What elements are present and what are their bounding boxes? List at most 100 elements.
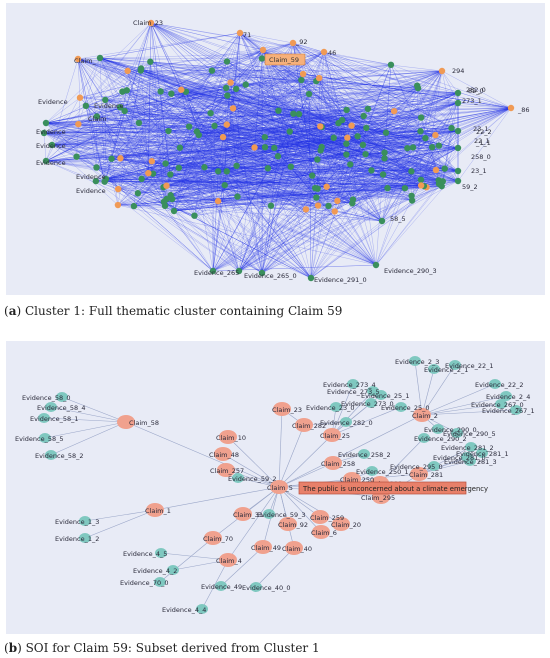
edge [163, 150, 321, 188]
edge [45, 160, 175, 212]
edge [227, 95, 383, 222]
evidence-node [191, 212, 198, 219]
edge [277, 51, 325, 157]
edge [96, 167, 214, 272]
node-label: Evidence [76, 173, 106, 181]
edge [178, 147, 266, 169]
edge [185, 91, 310, 95]
edge [226, 61, 364, 146]
edge [96, 116, 291, 167]
evidence-node [261, 133, 269, 141]
edge [96, 167, 312, 279]
edge [222, 136, 329, 207]
soi-edge [159, 537, 214, 583]
edge [166, 117, 422, 200]
evidence-node [401, 184, 409, 192]
edge [45, 87, 227, 124]
edge [138, 122, 190, 127]
node-label-e1_2: Evidence_1_2 [55, 535, 99, 543]
evidence-node [234, 193, 241, 200]
edge [346, 102, 459, 144]
edge [163, 124, 227, 202]
edge [126, 22, 152, 91]
edge [137, 137, 426, 194]
edge [196, 80, 317, 132]
edge [223, 136, 347, 144]
edge [185, 91, 240, 272]
edge [261, 127, 367, 274]
edge [77, 58, 142, 69]
node-label-c259: Claim_259 [310, 514, 344, 522]
edge [225, 87, 269, 169]
edge [99, 57, 219, 202]
edge [227, 95, 263, 274]
edge [77, 58, 121, 159]
edge [140, 70, 419, 89]
evidence-node-295_0 [428, 461, 440, 471]
edge [85, 105, 121, 159]
edge [404, 145, 440, 189]
edge [317, 126, 322, 206]
edge [150, 22, 213, 71]
evidence-node-281_1 [476, 448, 488, 458]
evidence-node [138, 175, 145, 183]
evidence-node [116, 104, 124, 111]
edge [173, 197, 317, 212]
edge [226, 61, 385, 159]
edge [166, 180, 459, 200]
edge [387, 147, 459, 189]
edge [318, 78, 334, 138]
edge [77, 58, 205, 168]
edge [404, 170, 459, 189]
edge [133, 185, 442, 207]
node-label: 22_1 [474, 137, 490, 145]
node-label: 23_1 [471, 167, 487, 175]
edge [196, 131, 424, 187]
edge [78, 70, 443, 125]
edge [78, 57, 101, 125]
edge [118, 167, 179, 190]
edge [170, 150, 321, 196]
edge [96, 42, 294, 117]
claim-node [334, 197, 341, 205]
edge [119, 107, 377, 266]
soi-edge [61, 396, 127, 423]
edge [45, 122, 290, 132]
claim-node [302, 206, 310, 213]
edge [85, 105, 211, 114]
edge [95, 93, 172, 182]
soi-graph: Claim_58Claim_5Claim_10Claim_48Claim_257… [15, 356, 535, 614]
edge [239, 32, 418, 86]
edge [315, 147, 459, 189]
edge [189, 126, 439, 181]
evidence-node [378, 217, 386, 225]
edge [51, 136, 265, 146]
edge [45, 160, 312, 279]
edge [120, 158, 272, 206]
evidence-node [387, 61, 395, 69]
edge [85, 105, 377, 266]
edge [78, 123, 319, 206]
edge [77, 58, 97, 168]
evidence-node-267_1 [510, 405, 522, 415]
edge [261, 58, 433, 148]
edge [319, 77, 422, 118]
edge [105, 70, 141, 101]
edge [310, 180, 439, 279]
edge [127, 70, 240, 272]
edge [261, 209, 307, 274]
edge [239, 32, 317, 198]
edge [85, 105, 214, 272]
edge [105, 99, 215, 127]
edge [51, 144, 119, 206]
edge [85, 105, 348, 138]
edge [43, 130, 459, 134]
edge [375, 138, 426, 266]
edge [390, 64, 437, 171]
node-label-e4_5: Evidence_4_5 [123, 550, 167, 558]
edge [120, 131, 421, 159]
edge [245, 84, 459, 94]
evidence-node-2_4 [500, 391, 512, 401]
edge [111, 158, 205, 168]
edge [138, 82, 231, 124]
